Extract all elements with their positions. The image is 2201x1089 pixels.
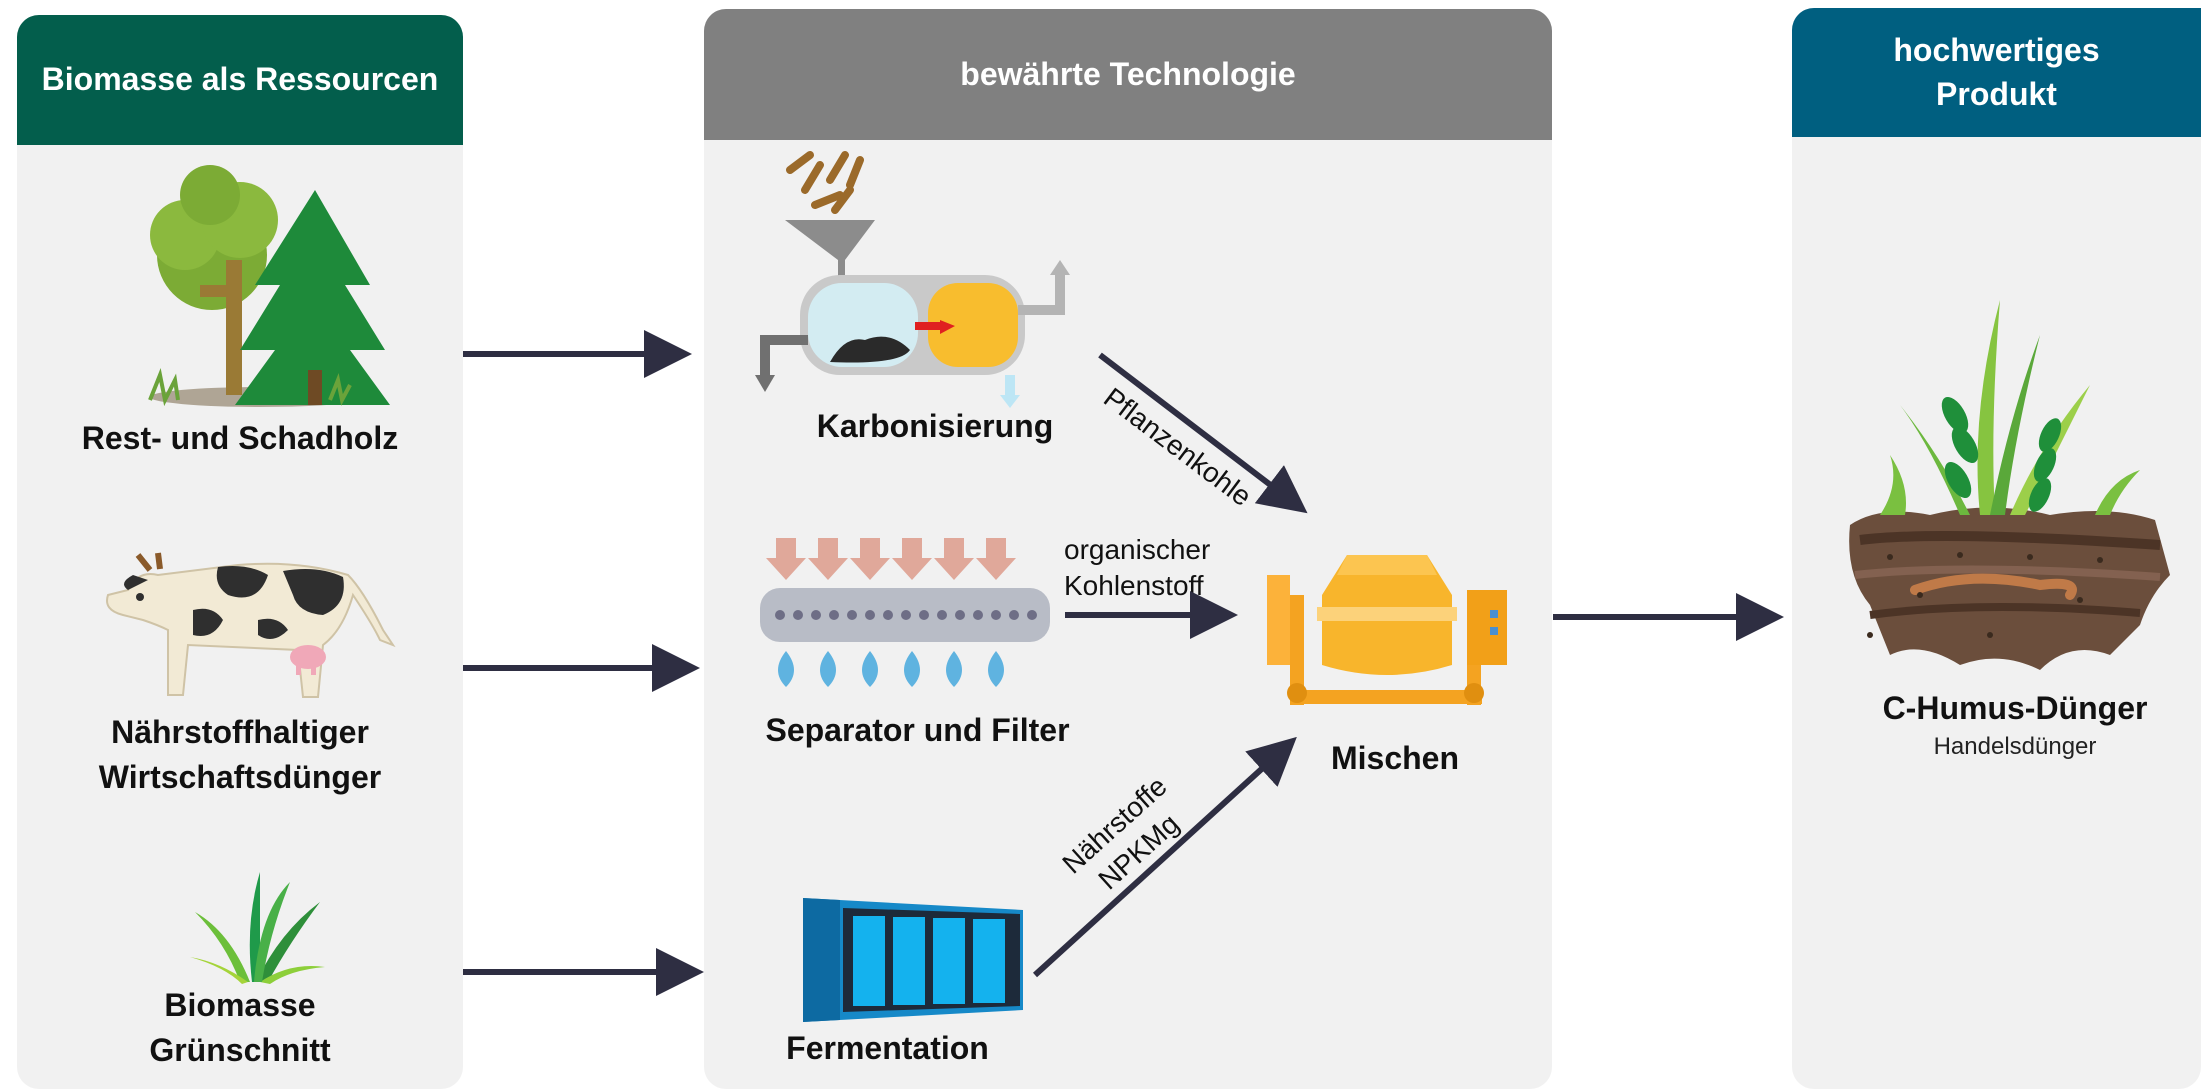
soil-plants-icon	[1849, 300, 2170, 670]
carbonization-label: Karbonisierung	[816, 408, 1054, 444]
fermentation-container-icon	[803, 898, 1023, 1022]
concrete-mixer-icon	[1267, 555, 1507, 705]
resources-header: Biomasse als Ressourcen	[17, 15, 463, 145]
grass-label-line-1: Biomasse	[164, 987, 316, 1023]
grass-label: Biomasse Grünschnitt	[17, 983, 463, 1073]
cow-icon	[106, 552, 396, 698]
mixing-label: Mischen	[1330, 740, 1460, 776]
manure-label-line-2: Wirtschaftsdünger	[98, 758, 382, 795]
technology-header: bewährte Technologie	[704, 9, 1552, 140]
grass-icon	[190, 872, 325, 984]
technology-header-text: bewährte Technologie	[960, 55, 1296, 92]
separator-filter-icon	[760, 538, 1050, 687]
separator-label: Separator und Filter	[765, 712, 1070, 748]
product-header: hochwertiges Produkt	[1792, 8, 2201, 137]
fermentation-label: Fermentation	[786, 1030, 989, 1066]
carbonization-to-mixing-arrow	[1098, 352, 1308, 514]
organic-carbon-line-1: organischer	[1064, 534, 1211, 565]
product-label: C-Humus-Dünger	[1882, 690, 2148, 726]
resources-header-text: Biomasse als Ressourcen	[41, 61, 439, 98]
carbonization-reactor-icon	[755, 151, 1070, 408]
manure-label-line-1: Nährstoffhaltiger	[111, 714, 369, 750]
organic-carbon-line-2: Kohlenstoff	[1064, 570, 1204, 602]
product-header-line-2: Produkt	[1936, 75, 2057, 112]
product-sublabel: Handelsdünger	[1933, 733, 2097, 760]
organic-carbon-flow-label: organischer Kohlenstoff	[1064, 532, 1210, 605]
manure-label: Nährstoffhaltiger Wirtschaftsdünger	[17, 710, 463, 800]
product-header-line-1: hochwertiges	[1893, 32, 2100, 69]
wood-label: Rest- und Schadholz	[81, 420, 399, 456]
grass-label-line-2: Grünschnitt	[149, 1031, 331, 1068]
fermentation-to-mixing-arrow	[1032, 736, 1297, 978]
tree-icon	[148, 165, 390, 407]
